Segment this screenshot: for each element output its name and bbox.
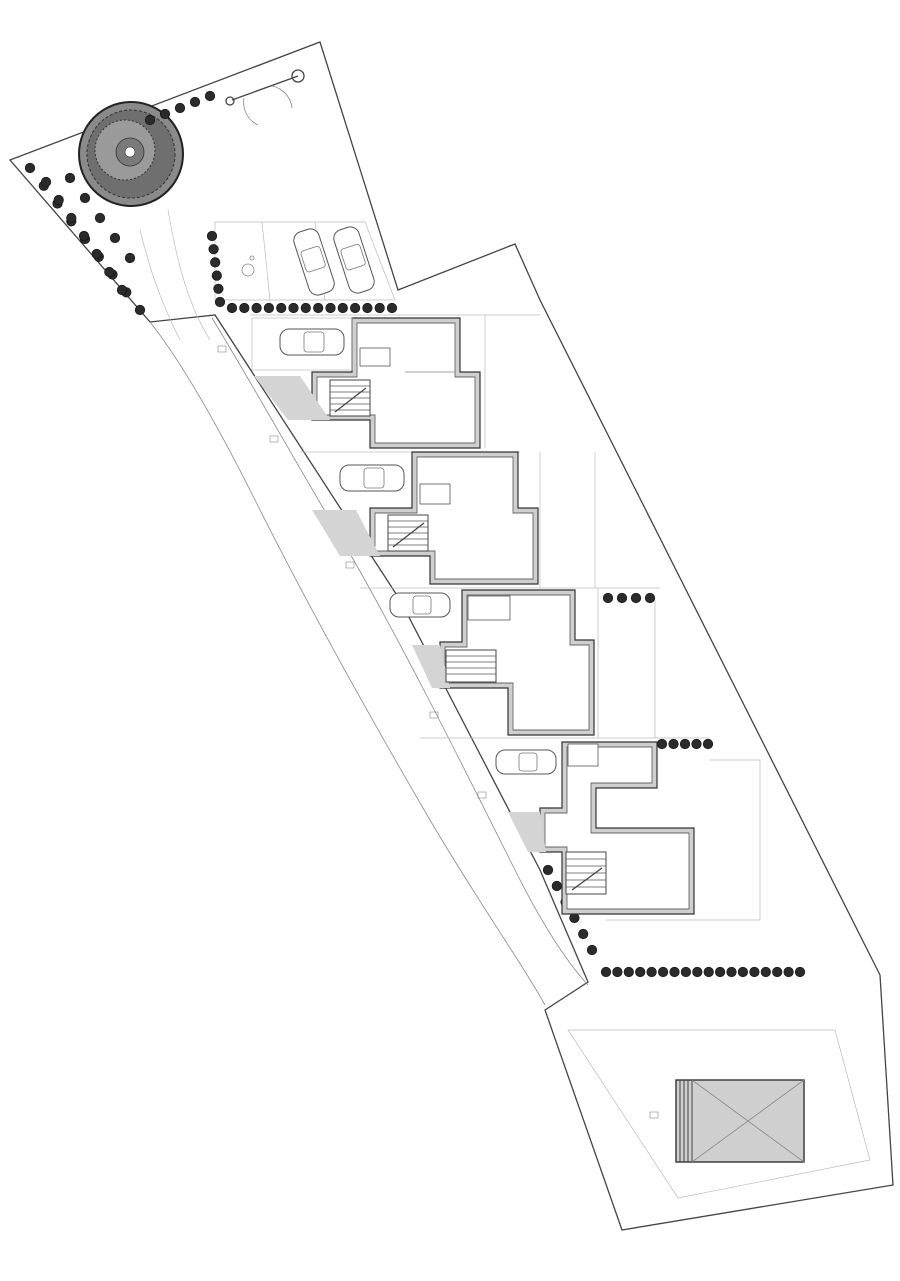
shrub-icon [551, 880, 562, 892]
shrub-icon [657, 966, 669, 978]
shrub-icon [204, 90, 216, 102]
garden-dividers [484, 315, 656, 738]
shrub-icon [692, 966, 703, 978]
shrub-icon [210, 257, 221, 268]
shrub-icon [40, 176, 52, 188]
townhouse-unit-4 [495, 741, 761, 921]
shrub-icon [374, 302, 385, 314]
shrub-icon [569, 912, 580, 924]
shrub-icon [612, 966, 623, 978]
shrub-icon [749, 966, 760, 978]
upper-parking [214, 221, 396, 301]
shrub-icon [362, 302, 373, 314]
shrub-icon [691, 738, 702, 750]
shrub-icon [714, 966, 726, 978]
shrub-icon [206, 230, 218, 242]
shrub-icon [646, 966, 657, 978]
shrub-icon [600, 966, 612, 978]
shrub-icon [669, 966, 680, 978]
car-icon [389, 592, 451, 618]
shrub-icon [656, 738, 668, 750]
staircase-icon [565, 851, 607, 895]
room-tags [217, 345, 659, 1119]
car-icon [333, 226, 375, 294]
lower-garden [567, 1029, 871, 1199]
shrub-icon [66, 212, 77, 224]
staircase-icon [445, 649, 497, 683]
shrub-icon [64, 172, 76, 184]
accessible-parking-icon [241, 255, 255, 277]
shrub-icon [616, 592, 628, 604]
shrub-icon [226, 302, 238, 314]
shrub-icon [703, 966, 714, 978]
shrub-icon [251, 302, 262, 314]
shrub-icon [680, 966, 692, 978]
shrub-icon [134, 304, 146, 316]
shrub-icon [737, 966, 749, 978]
car-icon [339, 464, 405, 492]
shrub-icon [208, 244, 219, 255]
shrub-icon [159, 108, 171, 120]
townhouse-unit-3 [389, 589, 710, 739]
staircase-icon [387, 514, 429, 552]
staircase-icon [329, 379, 371, 417]
townhouse-unit-2 [312, 451, 660, 589]
entrance-gate [225, 69, 305, 126]
shrub-icon [288, 302, 299, 314]
shrub-icon [24, 162, 36, 174]
shrub-icon [313, 302, 324, 314]
shrub-icon [760, 966, 771, 978]
shrub-icon [211, 270, 222, 281]
car-icon [495, 749, 557, 775]
shrub-icon [635, 966, 646, 978]
shrub-icon [104, 266, 115, 278]
shrub-icon [386, 302, 398, 314]
shrub-icon [300, 302, 311, 314]
shrub-icon [794, 966, 806, 978]
shrub-icon [668, 738, 679, 750]
shrub-icon [578, 928, 589, 940]
shrub-icon [214, 296, 226, 308]
shrub-icon [602, 592, 614, 604]
car-icon [279, 328, 345, 356]
shrub-icon [53, 194, 64, 206]
car-icon [293, 228, 335, 296]
shrub-icon [239, 302, 250, 314]
shrub-icon [325, 302, 336, 314]
garage [251, 317, 353, 371]
shrub-icon [702, 738, 714, 750]
shrub-icon [772, 966, 783, 978]
shrub-icon [79, 192, 91, 204]
shrub-icon [91, 248, 102, 260]
shrub-icon [630, 592, 642, 604]
shrub-icon [726, 966, 737, 978]
shrub-icon [109, 232, 121, 244]
shrub-icon [144, 114, 156, 126]
pool-icon [675, 1079, 805, 1163]
tree-canopy-icon [78, 101, 184, 207]
shrub-icon [542, 864, 554, 876]
shrub-icon [174, 102, 186, 114]
shrub-icon [783, 966, 794, 978]
townhouse-unit-1 [250, 314, 540, 453]
shrub-icon [189, 96, 201, 108]
shrub-icon [263, 302, 275, 314]
site-boundary [8, 41, 894, 1231]
shrub-icon [350, 302, 361, 314]
shrub-icon [644, 592, 656, 604]
shrub-icon [124, 252, 136, 264]
shrub-icon [94, 212, 106, 224]
shrub-icon [78, 230, 90, 242]
shrub-icon [623, 966, 634, 978]
shrub-icon [116, 284, 128, 296]
shrub-icon [337, 302, 348, 314]
shrub-icon [213, 283, 224, 294]
access-road [139, 209, 589, 1006]
shrub-icon [679, 738, 691, 750]
shrub-icon [276, 302, 287, 314]
shrub-icon [586, 944, 598, 956]
